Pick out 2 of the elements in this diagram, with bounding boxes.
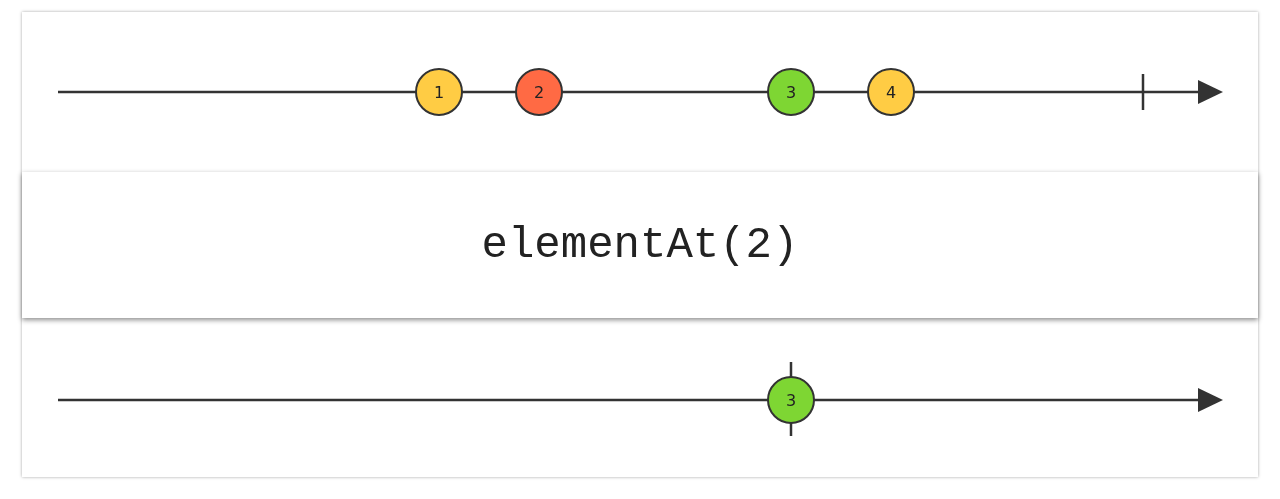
operator-box <box>22 172 1258 318</box>
operator-label: elementAt(2) <box>481 220 799 270</box>
